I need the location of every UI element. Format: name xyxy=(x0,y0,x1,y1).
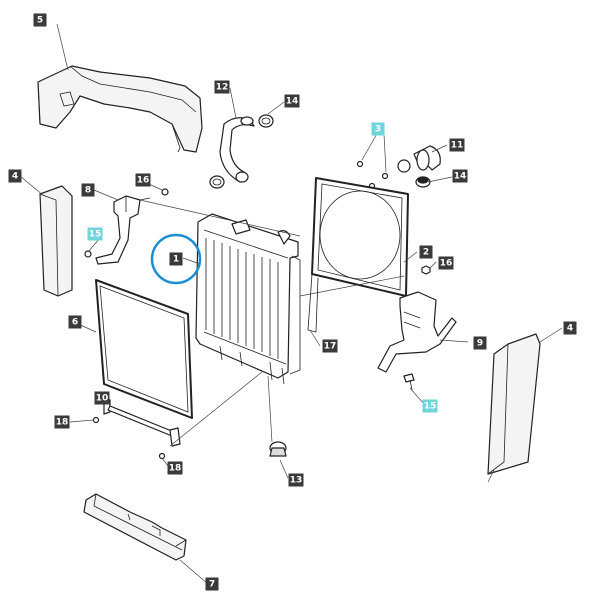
callout-box xyxy=(54,415,70,429)
callout-number: 18 xyxy=(169,464,182,474)
callout-box xyxy=(8,169,22,183)
part-6-seal-frame xyxy=(95,279,193,419)
callout-box xyxy=(205,577,219,591)
callout-box xyxy=(473,336,487,350)
part-4-side-baffle-right xyxy=(487,333,541,475)
part-14-hose-clamp-right xyxy=(415,176,431,188)
callout-number: 15 xyxy=(89,230,102,240)
callout-box xyxy=(449,138,465,152)
part-2-fan-shroud xyxy=(307,177,409,333)
callout-box xyxy=(94,391,110,405)
callout-number: 14 xyxy=(454,172,467,182)
callout-1: 1 xyxy=(169,252,183,266)
callout-number: 3 xyxy=(375,125,381,135)
part-1-radiator xyxy=(195,213,301,385)
callout-box xyxy=(563,321,577,335)
callout-number: 7 xyxy=(209,580,215,590)
callout-2: 2 xyxy=(419,245,433,259)
callout-box xyxy=(422,399,438,413)
callout-number: 15 xyxy=(424,402,437,412)
callout-box xyxy=(322,339,338,353)
bolt-15-left xyxy=(84,250,92,258)
callout-11: 11 xyxy=(449,138,465,152)
bolt-18-left xyxy=(92,416,100,424)
part-9-bracket-right xyxy=(377,291,457,373)
callout-16: 16 xyxy=(438,256,454,270)
callout-box xyxy=(371,122,385,136)
callout-14: 14 xyxy=(284,94,300,108)
callout-box xyxy=(169,252,183,266)
callout-8: 8 xyxy=(81,183,95,197)
callout-number: 1 xyxy=(173,255,179,265)
bolt-16-right xyxy=(421,265,431,275)
callout-box xyxy=(81,183,95,197)
callout-box xyxy=(284,94,300,108)
part-3-screws xyxy=(356,160,389,190)
part-8-bracket-left xyxy=(95,195,151,265)
callout-18: 18 xyxy=(54,415,70,429)
callout-number: 16 xyxy=(137,176,150,186)
callout-4: 4 xyxy=(563,321,577,335)
part-12-radiator-hose xyxy=(219,116,255,183)
part-11-elbow-hose xyxy=(397,145,441,173)
callout-9: 9 xyxy=(473,336,487,350)
callout-number: 10 xyxy=(96,394,109,404)
callout-number: 17 xyxy=(324,342,337,352)
callout-14: 14 xyxy=(452,169,468,183)
callout-number: 11 xyxy=(451,141,464,151)
callout-15: 15 xyxy=(422,399,438,413)
callout-7: 7 xyxy=(205,577,219,591)
part-7-lower-seal xyxy=(83,493,187,561)
callout-number: 9 xyxy=(477,339,483,349)
callout-4: 4 xyxy=(8,169,22,183)
bolt-16-top xyxy=(161,188,169,196)
callout-box xyxy=(135,173,151,187)
callout-6: 6 xyxy=(68,315,82,329)
radiator-fins xyxy=(205,238,279,359)
callout-13: 13 xyxy=(288,473,304,487)
callout-box xyxy=(438,256,454,270)
callout-box xyxy=(87,227,103,241)
callout-number: 5 xyxy=(37,16,43,26)
callout-number: 4 xyxy=(12,172,18,182)
callout-number: 18 xyxy=(56,418,69,428)
callout-number: 16 xyxy=(440,259,453,269)
callout-box xyxy=(68,315,82,329)
callout-10: 10 xyxy=(94,391,110,405)
callout-box xyxy=(214,80,230,94)
callout-number: 12 xyxy=(216,83,229,93)
callout-box xyxy=(452,169,468,183)
callout-box xyxy=(288,473,304,487)
callout-16: 16 xyxy=(135,173,151,187)
callout-number: 4 xyxy=(567,324,573,334)
callout-number: 6 xyxy=(72,318,78,328)
callout-12: 12 xyxy=(214,80,230,94)
bolt-18-bottom xyxy=(158,452,166,460)
callout-box xyxy=(167,461,183,475)
selected-part-highlight-circle xyxy=(150,233,202,285)
callout-5: 5 xyxy=(33,13,47,27)
callout-number: 13 xyxy=(290,476,303,486)
callout-box xyxy=(33,13,47,27)
bolt-15-bottom xyxy=(403,373,415,391)
callout-3: 3 xyxy=(371,122,385,136)
callout-18: 18 xyxy=(167,461,183,475)
callout-number: 2 xyxy=(423,248,429,258)
callout-number: 8 xyxy=(85,186,91,196)
part-4-side-baffle-left xyxy=(39,185,73,297)
leader-lines xyxy=(19,23,563,585)
callout-17: 17 xyxy=(322,339,338,353)
part-5-upper-air-duct xyxy=(37,65,203,153)
part-10-stay-rod xyxy=(103,399,181,447)
callout-15: 15 xyxy=(87,227,103,241)
callout-box xyxy=(419,245,433,259)
part-13-grommet xyxy=(269,441,287,457)
callout-number: 14 xyxy=(286,97,299,107)
part-14-hose-clamp xyxy=(209,114,274,189)
